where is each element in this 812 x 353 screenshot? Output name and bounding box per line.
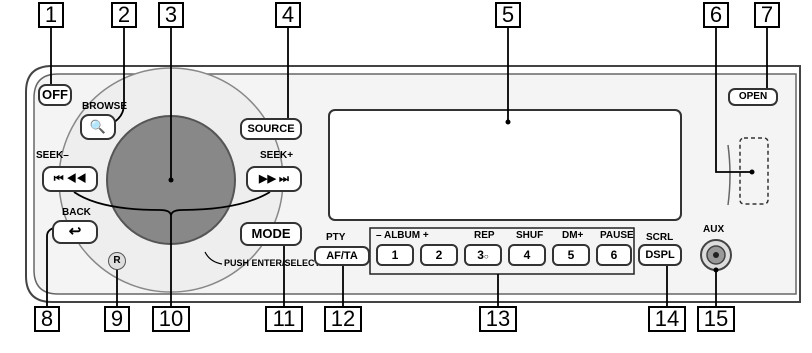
preset-3-mark: ○ xyxy=(483,252,489,261)
control-dial[interactable] xyxy=(107,116,235,244)
open-button[interactable]: OPEN xyxy=(728,88,778,106)
callout-2: 2 xyxy=(111,2,137,28)
callout-10: 10 xyxy=(152,306,190,332)
back-arrow-icon: ↩ xyxy=(68,223,82,240)
card-slot xyxy=(740,138,768,204)
preset-1-button[interactable]: 1 xyxy=(376,244,414,266)
pause-label: PAUSE xyxy=(600,230,634,241)
source-button[interactable]: SOURCE xyxy=(240,118,302,140)
seek-minus-button[interactable]: ⏮ ◀◀ xyxy=(42,166,98,192)
browse-button[interactable]: 🔍 xyxy=(80,114,116,140)
callout-11: 11 xyxy=(265,306,303,332)
preset-6-button[interactable]: 6 xyxy=(596,244,632,266)
preset-3-button[interactable]: 3○ xyxy=(464,244,502,266)
scrl-label: SCRL xyxy=(646,232,674,243)
next-track-icon: ▶▶ ⏭ xyxy=(259,173,289,185)
remote-sensor: R xyxy=(108,252,126,270)
callout-13: 13 xyxy=(479,306,517,332)
mode-button[interactable]: MODE xyxy=(240,222,302,246)
seek-plus-label: SEEK+ xyxy=(260,150,294,161)
preset-4-button[interactable]: 4 xyxy=(508,244,546,266)
preset-5-button[interactable]: 5 xyxy=(552,244,590,266)
push-enter-select-label: PUSH ENTER/SELECT xyxy=(224,258,321,268)
aux-jack[interactable] xyxy=(701,240,731,270)
callout-8: 8 xyxy=(34,306,60,332)
callout-15: 15 xyxy=(697,306,735,332)
callout-1: 1 xyxy=(38,2,64,28)
callout-5: 5 xyxy=(495,2,521,28)
shuf-label: SHUF xyxy=(516,230,544,241)
off-button[interactable]: OFF xyxy=(38,84,72,106)
callout-4: 4 xyxy=(275,2,301,28)
af-ta-button[interactable]: AF/TA xyxy=(314,246,370,266)
search-icon: 🔍 xyxy=(89,119,107,134)
callout-9: 9 xyxy=(104,306,130,332)
callout-3: 3 xyxy=(158,2,184,28)
rep-label: REP xyxy=(474,230,495,241)
pty-label: PTY xyxy=(326,232,346,243)
seek-minus-label: SEEK– xyxy=(36,150,69,161)
seek-plus-button[interactable]: ▶▶ ⏭ xyxy=(246,166,302,192)
callout-6: 6 xyxy=(703,2,729,28)
callout-7: 7 xyxy=(754,2,780,28)
callout-14: 14 xyxy=(648,306,686,332)
dm-plus-label: DM+ xyxy=(562,230,584,241)
album-label: – ALBUM + xyxy=(376,230,429,241)
back-button[interactable]: ↩ xyxy=(52,220,98,244)
aux-label: AUX xyxy=(703,224,725,235)
preset-2-button[interactable]: 2 xyxy=(420,244,458,266)
callout-12: 12 xyxy=(324,306,362,332)
browse-label: BROWSE xyxy=(82,101,127,112)
display-window xyxy=(330,111,680,219)
back-label: BACK xyxy=(62,207,91,218)
preset-3-number: 3 xyxy=(477,248,484,262)
dspl-button[interactable]: DSPL xyxy=(638,244,682,266)
previous-track-icon: ⏮ ◀◀ xyxy=(53,173,87,185)
